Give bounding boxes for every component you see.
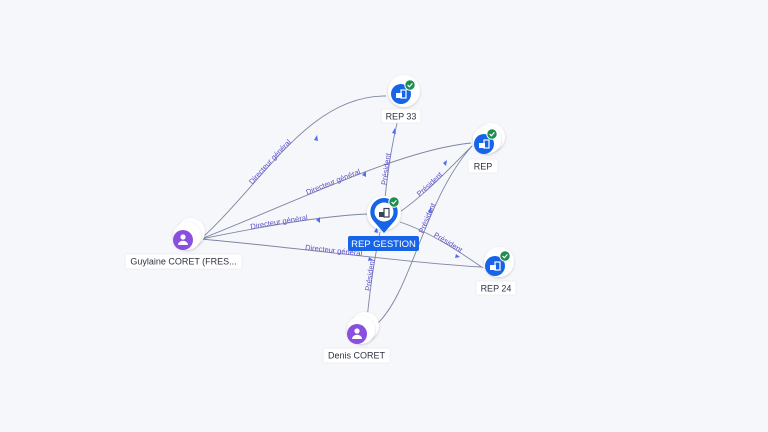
- edge-guylaine-rep[interactable]: [200, 142, 472, 240]
- node-label-box: [467, 158, 499, 174]
- edge-arrow-icon: [443, 160, 447, 166]
- node-rep[interactable]: REP: [467, 123, 505, 174]
- svg-text:Directeur général: Directeur général: [305, 167, 362, 197]
- node-label-guylaine: Guylaine CORET (FRES...: [130, 257, 236, 267]
- verified-check-icon: [404, 79, 416, 91]
- svg-text:Président: Président: [379, 152, 392, 186]
- node-label-denis: Denis CORET: [328, 351, 386, 361]
- node-label-box: [380, 108, 422, 124]
- edge-arrow-icon: [368, 257, 373, 261]
- node-guylaine[interactable]: Guylaine CORET (FRES...: [124, 218, 243, 270]
- edge-arrow-icon: [455, 254, 460, 258]
- verified-check-icon: [388, 196, 400, 208]
- edge-arrow-icon: [392, 128, 396, 134]
- edge-arrow-icon: [314, 135, 318, 141]
- node-rep33[interactable]: REP 33: [380, 75, 422, 124]
- person-icon: [352, 328, 362, 339]
- verified-check-icon: [499, 250, 511, 262]
- person-node-circle: [347, 324, 367, 344]
- edge-arrow-icon: [428, 207, 432, 213]
- node-rep-gestion[interactable]: REP GESTION: [348, 196, 419, 251]
- svg-text:Directeur général: Directeur général: [247, 137, 293, 186]
- edges-layer: [200, 95, 484, 324]
- edge-label-denis-rep-gestion: Président: [363, 257, 377, 291]
- person-node-circle: [173, 230, 193, 250]
- edge-arrow-icon: [362, 171, 366, 177]
- building-icon: [396, 89, 407, 99]
- edge-rep-gestion-rep[interactable]: [396, 145, 473, 215]
- building-icon: [379, 207, 390, 218]
- edge-guylaine-rep24[interactable]: [200, 238, 482, 268]
- node-label-rep33: REP 33: [386, 112, 417, 122]
- person-icon: [178, 234, 188, 245]
- edge-label-guylaine-rep33: Directeur général: [247, 137, 293, 186]
- building-icon: [479, 139, 490, 149]
- edge-guylaine-rep-gestion[interactable]: [200, 213, 369, 240]
- node-denis[interactable]: Denis CORET: [322, 312, 391, 364]
- node-label-rep24: REP 24: [481, 284, 512, 294]
- edge-rep-gestion-rep24[interactable]: [399, 221, 484, 269]
- svg-text:Président: Président: [432, 230, 465, 255]
- edge-label-rep-gestion-rep24: Président: [432, 230, 465, 255]
- svg-text:Président: Président: [417, 201, 438, 235]
- node-label-box: [124, 253, 243, 270]
- node-rep24[interactable]: REP 24: [475, 247, 517, 296]
- edge-guylaine-rep33[interactable]: [200, 95, 387, 240]
- building-icon: [490, 261, 501, 271]
- node-label-rep: REP: [474, 162, 493, 172]
- svg-text:Président: Président: [363, 257, 377, 291]
- edge-denis-rep[interactable]: [377, 145, 473, 324]
- edge-label-rep-gestion-rep33: Président: [379, 152, 392, 186]
- node-label-rep-gestion: REP GESTION: [351, 239, 416, 250]
- verified-check-icon: [486, 128, 498, 140]
- node-label-box: [475, 280, 517, 296]
- node-label-box-main: [348, 236, 419, 251]
- edge-label-denis-rep: Président: [417, 201, 438, 235]
- node-label-box: [322, 347, 391, 364]
- edge-arrow-icon: [316, 217, 320, 223]
- edge-label-guylaine-rep: Directeur général: [305, 167, 362, 197]
